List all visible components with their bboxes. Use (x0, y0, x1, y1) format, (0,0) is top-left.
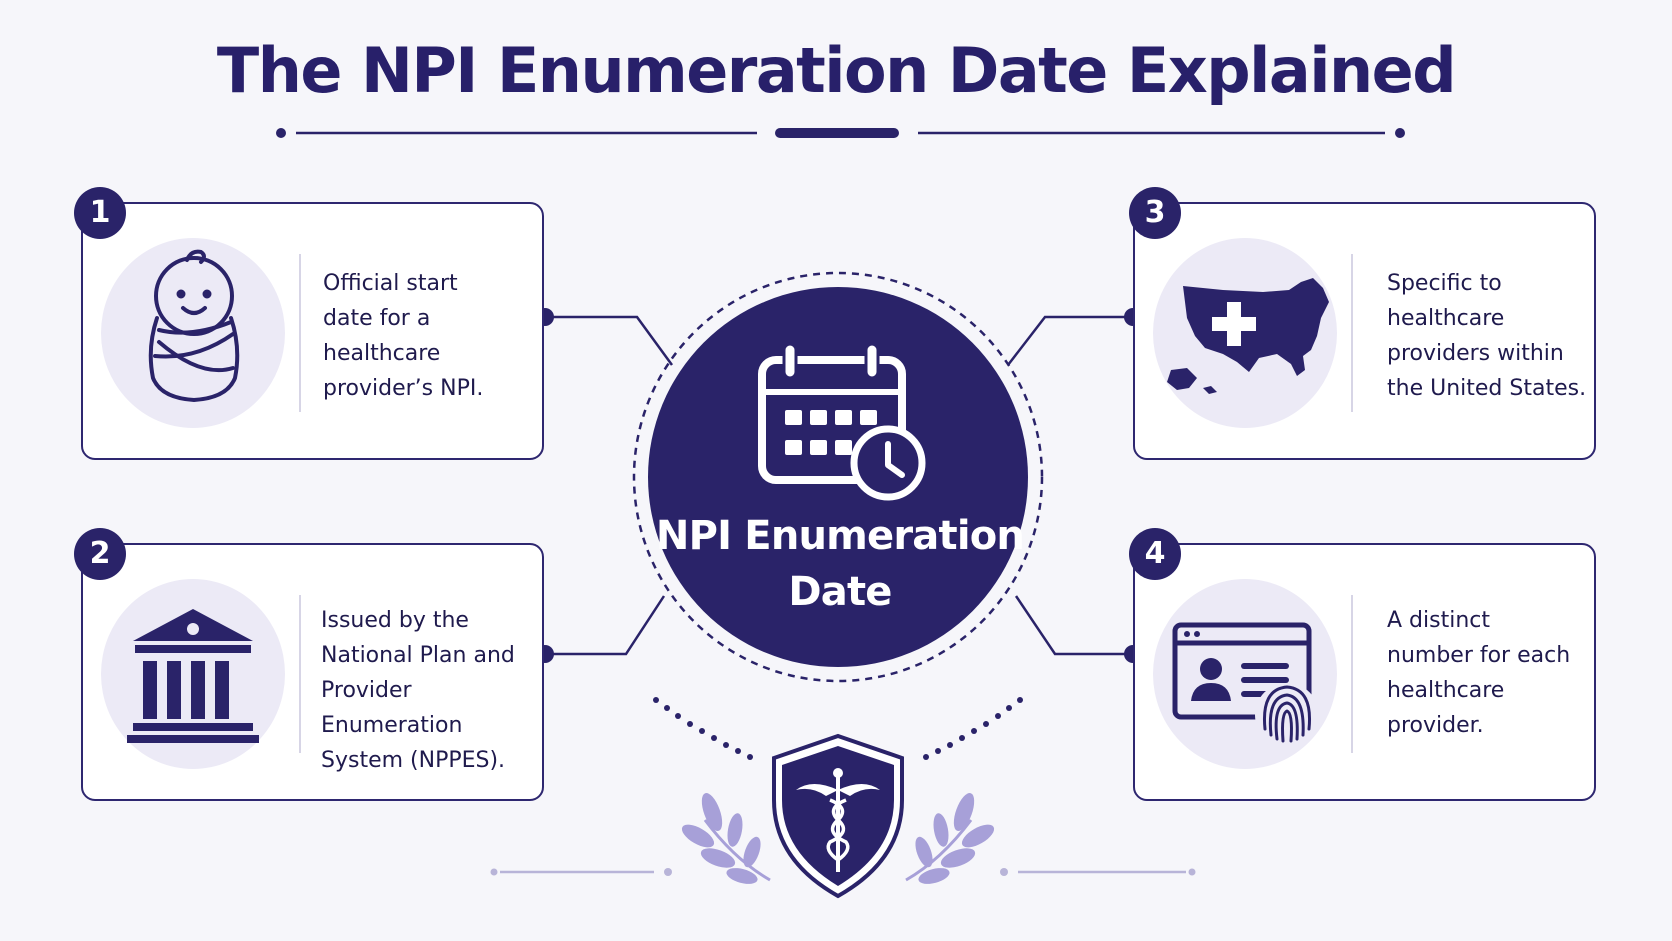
info-card-4: A distinct number for each healthcare pr… (1133, 543, 1596, 801)
laurel-left-icon (681, 793, 771, 884)
center-dashed-ring (632, 271, 1044, 683)
swaddled-baby-icon (148, 249, 240, 402)
step-badge-4: 4 (1129, 528, 1181, 580)
info-card-2: Issued by the National Plan and Provider… (81, 543, 544, 801)
card-4-text: A distinct number for each healthcare pr… (1387, 608, 1571, 738)
title-underline (276, 128, 1405, 138)
id-card-fingerprint-icon (1172, 622, 1319, 747)
connector-lines (545, 315, 1133, 656)
calendar-clock-icon (758, 342, 926, 501)
center-label: NPI Enumeration Date (655, 513, 1025, 615)
info-card-1: Official start date for a healthcare pro… (81, 202, 544, 460)
step-badge-2: 2 (74, 528, 126, 580)
page-title: The NPI Enumeration Date Explained (216, 34, 1457, 107)
government-building-icon (127, 609, 259, 743)
info-card-3: Specific to healthcare providers within … (1133, 202, 1596, 460)
laurel-right-icon (905, 793, 995, 884)
us-map-medical-cross-icon (1167, 278, 1329, 394)
caduceus-shield-icon (772, 733, 904, 899)
card-3-text: Specific to healthcare providers within … (1387, 271, 1587, 401)
card-2-text: Issued by the National Plan and Provider… (321, 608, 515, 773)
card-1-text: Official start date for a healthcare pro… (323, 271, 484, 401)
step-badge-1: 1 (74, 187, 126, 239)
step-badge-3: 3 (1129, 187, 1181, 239)
dotted-arcs (653, 697, 1023, 760)
bottom-decor-lines (490, 868, 1196, 876)
